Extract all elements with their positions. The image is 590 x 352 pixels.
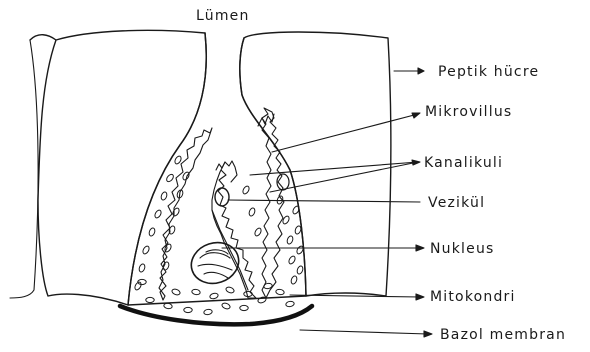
left-cell-edge — [10, 40, 38, 298]
mitochondrion — [184, 307, 192, 312]
basal-membrane — [120, 306, 312, 324]
vesicle — [215, 188, 229, 206]
mitochondrion — [154, 209, 163, 219]
mitochondrion — [146, 297, 154, 302]
mitochondrion — [248, 207, 256, 217]
label-peptik-hucre: Peptik hücre — [438, 64, 539, 80]
mitochondrion — [288, 255, 297, 265]
mitochondrion — [290, 275, 298, 285]
mitochondrion — [254, 227, 263, 237]
nucleus — [186, 237, 244, 290]
mitochondrion — [296, 245, 305, 255]
mitochondrion — [286, 235, 294, 245]
mitochondrion — [138, 263, 146, 273]
label-mikrovillus: Mikrovillus — [425, 104, 512, 120]
leader-lines — [222, 68, 432, 337]
mitochondrion — [240, 305, 248, 310]
mitochondrion — [257, 296, 267, 304]
mitochondrion — [242, 185, 251, 195]
left-peptic-cell — [30, 30, 206, 305]
label-nukleus: Nukleus — [430, 241, 495, 257]
mitochondrion — [275, 289, 284, 296]
mitochondrion — [285, 301, 294, 308]
microvillus-tip-center — [216, 161, 237, 182]
mitochondrion — [172, 207, 181, 217]
mitochondrion — [163, 303, 172, 310]
label-kanalikuli: Kanalikuli — [424, 155, 503, 171]
mitochondrion — [294, 225, 302, 235]
mitochondrion — [191, 289, 200, 296]
mitochondrion — [209, 292, 218, 299]
lumen-label: Lümen — [196, 8, 250, 24]
mitochondrion — [148, 227, 156, 237]
label-bazal-membran: Bazol membran — [440, 327, 566, 343]
mitochondrion — [165, 173, 174, 183]
mitochondrion — [203, 309, 212, 316]
mitochondrion — [162, 261, 170, 271]
mitochondrion — [225, 286, 235, 294]
mitochondrion — [171, 288, 181, 296]
mitochondrion — [160, 191, 168, 201]
mitochondrion — [282, 215, 291, 225]
mitochondrion — [221, 302, 231, 310]
nucleus-chromatin — [198, 250, 232, 278]
canaliculus-center — [212, 162, 256, 298]
label-mitokondri: Mitokondri — [430, 289, 516, 305]
mitochondrion — [164, 243, 173, 253]
mitochondrion — [296, 265, 304, 275]
label-vezikul: Vezikül — [428, 195, 485, 211]
mitochondrion — [142, 245, 151, 255]
